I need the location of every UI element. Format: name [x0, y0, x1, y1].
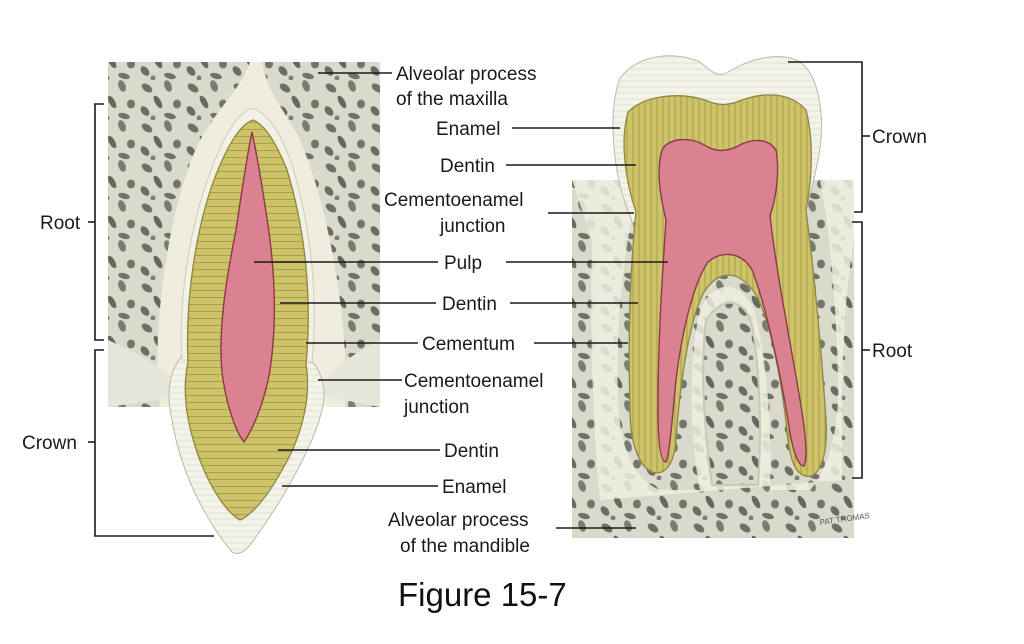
label-molar-enamel: Enamel — [436, 119, 500, 140]
label-alveolar-mandible-2: of the mandible — [400, 536, 530, 557]
label-molar-cej-2: junction — [439, 216, 506, 237]
label-molar-root: Root — [872, 341, 913, 362]
label-incisor-cej-2: junction — [403, 397, 470, 418]
label-molar-dentin: Dentin — [440, 156, 495, 177]
figure-caption: Figure 15-7 — [398, 576, 567, 613]
label-molar-crown: Crown — [872, 127, 927, 148]
labels: Alveolar process of the maxilla Enamel D… — [22, 64, 927, 613]
label-incisor-dentin-lower: Dentin — [444, 441, 499, 462]
label-incisor-root: Root — [40, 213, 81, 234]
upper-incisor-illustration — [108, 62, 380, 555]
label-incisor-crown: Crown — [22, 433, 77, 454]
lower-molar-illustration: PAT THOMAS — [572, 55, 870, 538]
label-cementum: Cementum — [422, 334, 515, 355]
label-alveolar-mandible-1: Alveolar process — [388, 510, 528, 531]
label-dentin-mid: Dentin — [442, 294, 497, 315]
label-alveolar-maxilla-2: of the maxilla — [396, 89, 508, 110]
molar-pulp — [657, 139, 807, 467]
label-pulp: Pulp — [444, 253, 482, 274]
label-molar-cej-1: Cementoenamel — [384, 190, 523, 211]
label-incisor-cej-1: Cementoenamel — [404, 371, 543, 392]
leader-lines — [88, 61, 870, 537]
incisor-pulp — [220, 131, 275, 444]
label-incisor-enamel-lower: Enamel — [442, 477, 506, 498]
label-alveolar-maxilla-1: Alveolar process — [396, 64, 536, 85]
